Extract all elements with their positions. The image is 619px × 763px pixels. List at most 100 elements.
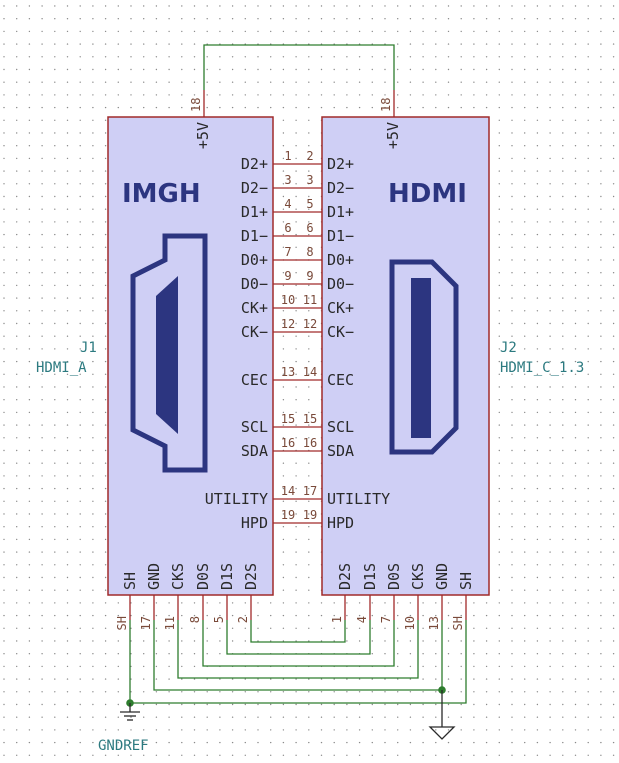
j1-pin-number: 8	[188, 616, 202, 623]
j2-pin-name: SH	[457, 572, 475, 590]
gndref-symbol[interactable]	[120, 703, 140, 721]
j1-logo: IMGH	[122, 179, 201, 209]
j2-pin-number: 18	[379, 98, 393, 112]
j1-pin-name: D1−	[241, 227, 268, 245]
j2-pin-number: SH	[451, 616, 465, 630]
j1-pin-number: 1	[284, 149, 291, 163]
j1-pin-number: 18	[189, 98, 203, 112]
wire-5v[interactable]	[203, 44, 395, 90]
j2-pin-name: D2−	[327, 179, 354, 197]
j1-pin-name: UTILITY	[205, 490, 268, 508]
j2-pin-name: D0−	[327, 275, 354, 293]
j1-pin-name: +5V	[194, 122, 212, 149]
j2-pin-number: 12	[303, 317, 317, 331]
j2-pin-number: 16	[303, 436, 317, 450]
j2-logo: HDMI	[388, 179, 467, 209]
j1-pin-number: SH	[115, 616, 129, 630]
j2-pin-name: CK−	[327, 323, 354, 341]
j2-pin-number: 4	[355, 616, 369, 623]
wire-sh[interactable]	[129, 620, 467, 704]
j2-pin-number: 15	[303, 412, 317, 426]
j2-pin-name: GND	[433, 563, 451, 590]
j2-pin-name: D0S	[385, 563, 403, 590]
j1-pin-name: D2+	[241, 155, 268, 173]
j1-pin-name: SDA	[241, 442, 268, 460]
j2-connector-body[interactable]	[321, 116, 490, 596]
j2-pin-name: D1+	[327, 203, 354, 221]
j1-pin-number: 3	[284, 173, 291, 187]
j2-pin-number: 6	[306, 221, 313, 235]
wire-gnd[interactable]	[153, 620, 443, 691]
j1-pin-number: 10	[281, 293, 295, 307]
junction-layer	[126, 686, 446, 707]
j2-pin-name: CKS	[409, 563, 427, 590]
j1-pin-number: 4	[284, 197, 291, 211]
j1-pin-name: SH	[121, 572, 139, 590]
j2-pin-name: D2S	[336, 563, 354, 590]
j1-pin-number: 9	[284, 269, 291, 283]
j1-pin-name: D0−	[241, 275, 268, 293]
j2-pin-name: CEC	[327, 371, 354, 389]
j1-pin-name: CK+	[241, 299, 268, 317]
gndref-label: GNDREF	[98, 738, 149, 754]
j1-pin-name: CKS	[169, 563, 187, 590]
wire-d2s[interactable]	[250, 620, 346, 643]
j2-pin-name: UTILITY	[327, 490, 390, 508]
j1-pin-name: D1S	[218, 563, 236, 590]
j1-pin-number: 2	[236, 616, 250, 623]
wire-d0s[interactable]	[202, 620, 395, 667]
j1-pin-number: 5	[212, 616, 226, 623]
j2-reference: J2	[500, 340, 517, 356]
j2-pin-number: 13	[427, 616, 441, 630]
j1-pin-number: 7	[284, 245, 291, 259]
j2-pin-name: D0+	[327, 251, 354, 269]
j2-pin-number: 7	[379, 616, 393, 623]
j1-pin-number: 13	[281, 365, 295, 379]
gnd-symbol[interactable]	[428, 690, 456, 740]
j2-pin-name: D2+	[327, 155, 354, 173]
j2-pin-name: HPD	[327, 514, 354, 532]
j2-value: HDMI_C_1.3	[500, 360, 584, 376]
j1-pin-number: 15	[281, 412, 295, 426]
j1-pin-name: GND	[145, 563, 163, 590]
j2-pin-name: SDA	[327, 442, 354, 460]
j2-pin-number: 9	[306, 269, 313, 283]
j1-pin-name: SCL	[241, 418, 268, 436]
j2-pin-name: SCL	[327, 418, 354, 436]
hdmi-a-receptacle-icon	[130, 233, 208, 473]
wire-layer	[129, 44, 467, 704]
j1-pin-name: CK−	[241, 323, 268, 341]
j1-pin-number: 14	[281, 484, 295, 498]
j2-pin-name: CK+	[327, 299, 354, 317]
j2-pin-number: 2	[306, 149, 313, 163]
j1-pin-name: CEC	[241, 371, 268, 389]
j2-pin-number: 8	[306, 245, 313, 259]
j1-pin-name: D0+	[241, 251, 268, 269]
j1-pin-number: 17	[139, 616, 153, 630]
wire-d1s[interactable]	[226, 620, 371, 655]
j1-pin-number: 16	[281, 436, 295, 450]
j1-reference: J1	[80, 340, 97, 356]
j1-value: HDMI_A	[36, 360, 87, 376]
j2-pin-number: 11	[303, 293, 317, 307]
hdmi-c-receptacle-icon	[389, 259, 459, 455]
j2-pin-name: D1S	[361, 563, 379, 590]
j1-pin-number: 19	[281, 508, 295, 522]
j2-pin-name: +5V	[384, 122, 402, 149]
j2-pin-number: 14	[303, 365, 317, 379]
j2-pin-number: 10	[403, 616, 417, 630]
wire-cks[interactable]	[177, 620, 419, 679]
j1-pin-number: 6	[284, 221, 291, 235]
j2-pin-number: 17	[303, 484, 317, 498]
j2-pin-name: D1−	[327, 227, 354, 245]
j1-pin-name: D2S	[242, 563, 260, 590]
j1-pin-name: HPD	[241, 514, 268, 532]
j1-pin-name: D2−	[241, 179, 268, 197]
j1-pin-number: 11	[163, 616, 177, 630]
j2-pin-number: 5	[306, 197, 313, 211]
j1-pin-name: D1+	[241, 203, 268, 221]
j1-pin-number: 12	[281, 317, 295, 331]
j2-pin-number: 19	[303, 508, 317, 522]
